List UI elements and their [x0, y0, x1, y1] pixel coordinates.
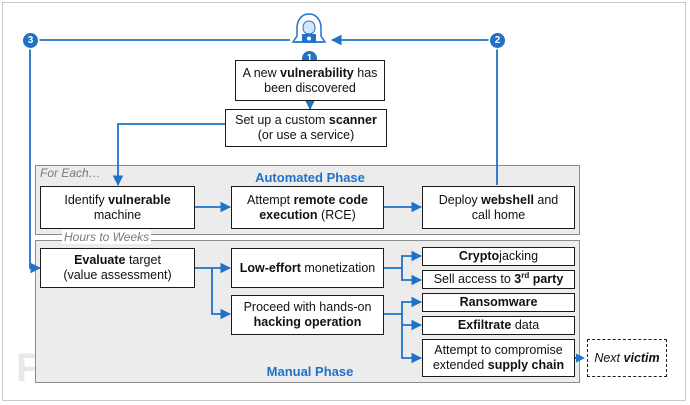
- attempt-rce-box: Attempt remote code execution (RCE): [231, 186, 384, 229]
- identify-vulnerable-machine-box: Identify vulnerable machine: [40, 186, 195, 229]
- hooded-hacker-icon: [291, 13, 327, 43]
- custom-scanner-box: Set up a custom scanner (or use a servic…: [225, 109, 387, 147]
- automated-phase-caption: For Each…: [40, 166, 101, 180]
- arrow-evaluate-to-hands-on: [211, 268, 232, 320]
- automated-phase-title: Automated Phase: [255, 170, 365, 185]
- arrow-scanner-to-identify: [112, 123, 225, 187]
- arrow-hands-on-to-ransomware: [384, 296, 423, 315]
- arrow-hands-on-to-exfiltrate: [401, 314, 423, 331]
- diagram-frame: [2, 2, 686, 401]
- evaluate-target-box: Evaluate target (value assessment): [40, 248, 195, 288]
- arrow-low-effort-to-crypto: [384, 250, 423, 269]
- supply-chain-box: Attempt to compromise extended supply ch…: [422, 339, 575, 377]
- ransomware-box: Ransomware: [422, 293, 575, 312]
- hands-on-hacking-box: Proceed with hands-on hacking operation: [231, 295, 384, 335]
- exfiltrate-data-box: Exfiltrate data: [422, 316, 575, 335]
- deploy-webshell-box: Deploy webshell and call home: [422, 186, 575, 229]
- arrow-hands-on-to-supply: [401, 325, 423, 364]
- arrow-hacker-to-evaluate: [29, 39, 290, 274]
- new-vulnerability-box: A new vulnerability has been discovered: [235, 60, 385, 101]
- cryptojacking-box: Cryptojacking: [422, 247, 575, 266]
- arrow-low-effort-to-sell: [401, 268, 423, 286]
- next-victim-box: Next victim: [587, 339, 667, 377]
- step-badge-2: 2: [490, 33, 505, 48]
- low-effort-monetization-box: Low-effort monetization: [231, 248, 384, 288]
- manual-phase-title: Manual Phase: [266, 364, 354, 379]
- sell-access-box: Sell access to 3rd party: [422, 270, 575, 289]
- manual-phase-caption: Hours to Weeks: [62, 230, 152, 244]
- step-badge-3: 3: [23, 33, 38, 48]
